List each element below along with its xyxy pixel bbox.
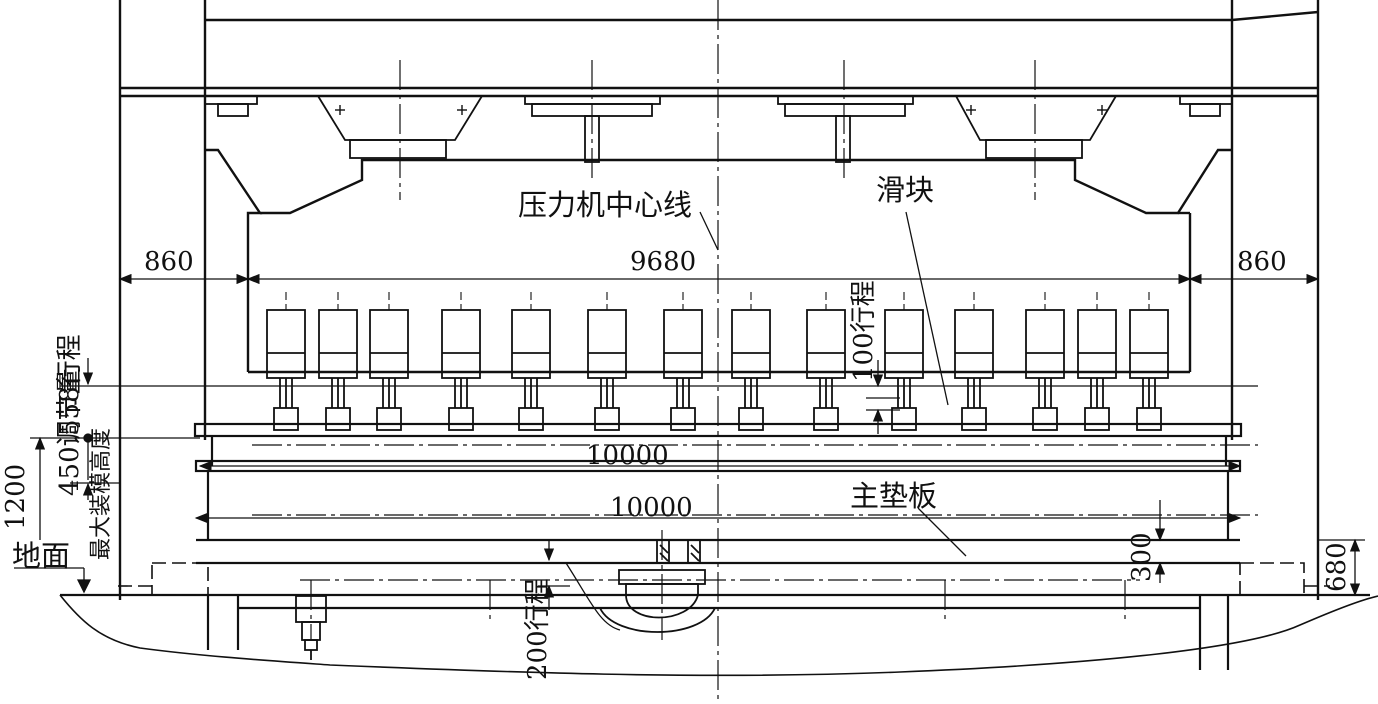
hydraulic-cylinder <box>1077 292 1117 431</box>
press-frame <box>118 0 1320 600</box>
hydraulic-cylinder <box>511 292 551 431</box>
dim-stroke-200: 200行程 <box>523 578 553 680</box>
hydraulic-cylinder <box>587 292 627 431</box>
label-ground: 地面 <box>12 539 70 573</box>
hydraulic-cylinder <box>369 292 409 431</box>
dim-slide-9680: 9680 <box>630 247 696 277</box>
dim-adjust-450: 450调节量 <box>55 368 85 496</box>
dim-stroke-558: 558行程 <box>55 334 85 436</box>
crown-connections <box>204 95 1233 163</box>
hydraulic-cylinder <box>441 292 481 431</box>
centerlines <box>252 0 1258 704</box>
hydraulic-cylinder <box>731 292 771 431</box>
hydraulic-cylinder <box>806 292 846 431</box>
crown-plus-marks <box>335 105 1107 115</box>
hydraulic-cylinder <box>1025 292 1065 431</box>
dim-left-860: 860 <box>144 247 194 277</box>
label-main-pad: 主垫板 <box>850 479 937 513</box>
dim-bolster-10000-lower: 10000 <box>610 493 693 523</box>
label-slide: 滑块 <box>876 173 934 207</box>
ejector-cushion <box>599 539 716 633</box>
cylinder-row <box>266 292 1169 431</box>
hydraulic-cylinder <box>884 292 924 431</box>
bolster-and-pads <box>60 422 1370 670</box>
dim-pad-300: 300 <box>1127 532 1157 582</box>
dimension-lines <box>14 211 1365 631</box>
label-max-die-height: 最大装模高度 <box>89 428 114 560</box>
dim-total-1200: 1200 <box>1 464 31 530</box>
label-press-centerline: 压力机中心线 <box>518 188 692 222</box>
hydraulic-cylinder <box>954 292 994 431</box>
dashed-outlines <box>118 562 1330 596</box>
hydraulic-cylinder <box>318 292 358 431</box>
dim-stroke-100: 100行程 <box>849 280 879 382</box>
ground-contour <box>59 594 1378 677</box>
dim-right-860: 860 <box>1237 247 1287 277</box>
slide-body <box>205 148 1232 374</box>
hydraulic-cylinder <box>266 292 306 431</box>
hydraulic-cylinder <box>663 292 703 431</box>
dim-pad-680: 680 <box>1322 542 1352 592</box>
hydraulic-cylinder <box>1129 292 1169 431</box>
dim-bolster-10000-upper: 10000 <box>586 441 669 471</box>
